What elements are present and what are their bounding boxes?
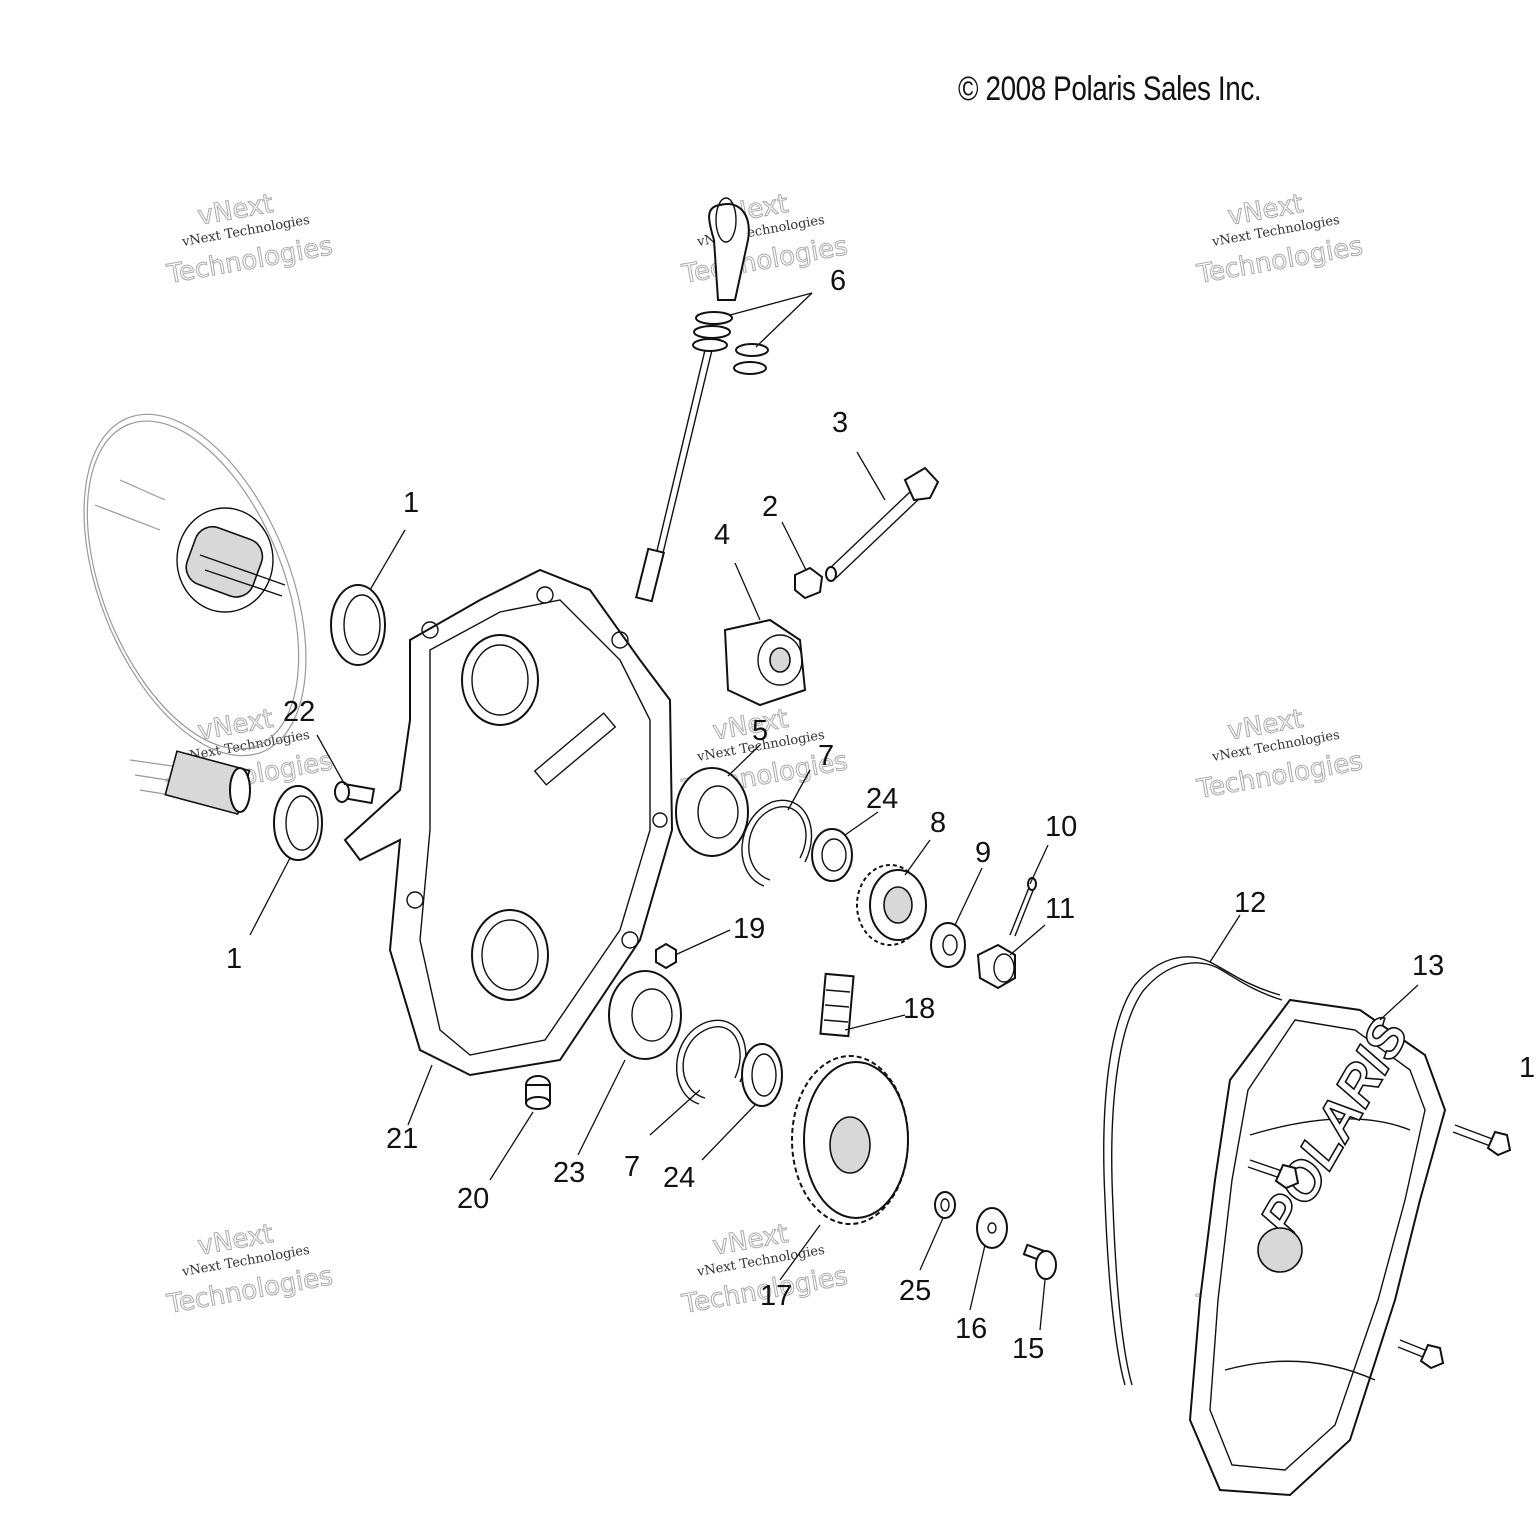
callout-20: 20	[457, 1183, 489, 1215]
snap-ring-lower	[676, 1019, 747, 1105]
callout-5: 5	[752, 715, 768, 747]
callout-21: 21	[386, 1123, 418, 1155]
callout-18: 18	[903, 993, 935, 1025]
seal-upper	[330, 584, 386, 666]
callout-4: 4	[714, 519, 730, 551]
chaincase-housing	[343, 568, 674, 1077]
callout-6: 6	[830, 265, 846, 297]
callout-2: 2	[762, 491, 778, 523]
callout-9: 9	[975, 837, 991, 869]
callout-8: 8	[930, 807, 946, 839]
callout-13: 13	[1412, 950, 1444, 982]
drain-plug	[525, 1075, 551, 1110]
bolt-22	[334, 781, 376, 805]
washer-9	[930, 922, 966, 968]
callout-15: 15	[1012, 1333, 1044, 1365]
chaincase-cover: POLARIS	[1188, 998, 1447, 1497]
clutch-sheave	[83, 413, 307, 757]
callout-24: 24	[663, 1162, 695, 1194]
castle-nut	[976, 943, 1016, 990]
cover-bolts	[1247, 1124, 1512, 1370]
tensioner	[723, 618, 807, 707]
callout-3: 3	[832, 407, 848, 439]
leader-lines	[249, 292, 1419, 1331]
washer-24-upper	[811, 828, 853, 882]
o-rings	[733, 343, 769, 375]
plug-19	[655, 942, 677, 970]
seal-lower	[273, 785, 323, 861]
callout-19: 19	[733, 913, 765, 945]
bearing-5	[675, 767, 749, 857]
callout-1: 1	[403, 487, 419, 519]
callout-7: 7	[818, 740, 834, 772]
nut-2	[794, 566, 824, 600]
drive-sprocket	[856, 864, 927, 946]
input-shaft	[129, 750, 251, 816]
callout-1: 1	[226, 943, 242, 975]
driven-gear	[791, 1055, 909, 1225]
bolt-3	[825, 466, 940, 582]
washer-16	[976, 1207, 1008, 1249]
bolt-15	[1022, 1243, 1057, 1280]
callout-7: 7	[624, 1151, 640, 1183]
dipstick	[634, 197, 750, 603]
cotter-pin	[1009, 877, 1037, 937]
callout-22: 22	[283, 696, 315, 728]
bearing-23	[608, 970, 682, 1060]
callout-24: 24	[866, 783, 898, 815]
callout-23: 23	[553, 1157, 585, 1189]
callout-16: 16	[955, 1313, 987, 1345]
cover-gasket	[1103, 956, 1283, 1386]
callout-14: 1	[1519, 1052, 1535, 1084]
callout-12: 12	[1234, 887, 1266, 919]
drive-chain	[819, 972, 855, 1038]
callout-25: 25	[899, 1275, 931, 1307]
copyright-notice: © 2008 Polaris Sales Inc.	[958, 70, 1262, 108]
callout-10: 10	[1045, 811, 1077, 843]
callout-labels: 1 1 2 3 4 5 6 7 7 8 9 10 11 12 13 1 15 1…	[226, 265, 1535, 1365]
washer-25	[934, 1191, 956, 1219]
snap-ring-upper	[741, 799, 813, 887]
washer-24-lower	[741, 1043, 783, 1107]
callout-17: 17	[760, 1280, 792, 1312]
callout-11: 11	[1045, 893, 1075, 925]
